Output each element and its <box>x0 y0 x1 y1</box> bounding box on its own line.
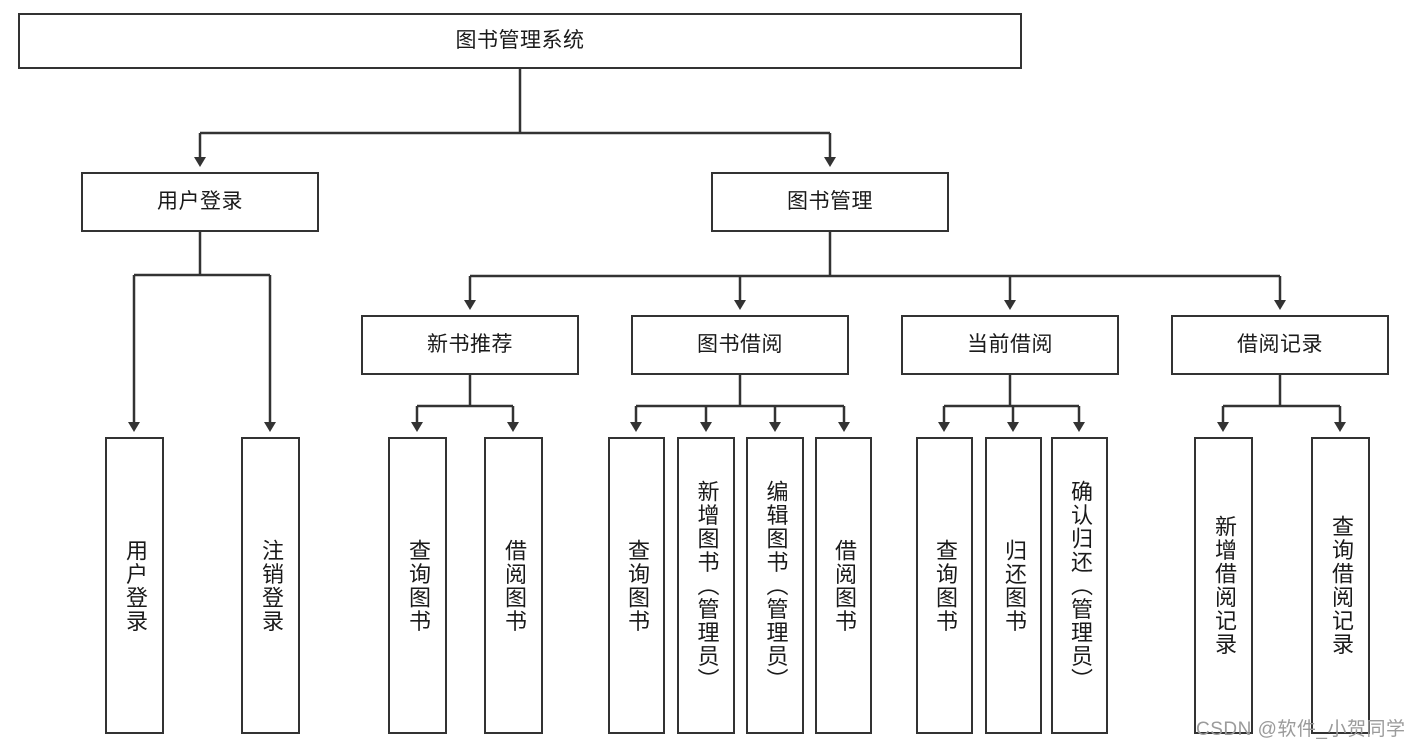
node-borrow-record-label: 借阅记录 <box>1237 332 1323 356</box>
node-user-login-label: 用户登录 <box>157 189 243 213</box>
node-leaf-query-book-1[interactable]: 查询图书 <box>388 437 447 734</box>
node-borrow-record[interactable]: 借阅记录 <box>1171 315 1389 375</box>
node-leaf-edit-book-admin-label: 编辑图书（管理员） <box>763 479 789 692</box>
node-leaf-borrow-book-1[interactable]: 借阅图书 <box>484 437 543 734</box>
node-new-book-recommend[interactable]: 新书推荐 <box>361 315 579 375</box>
csdn-watermark: CSDN @软件_小贺同学 <box>1196 719 1405 740</box>
node-leaf-logout-login[interactable]: 注销登录 <box>241 437 300 734</box>
node-book-borrow-label: 图书借阅 <box>697 332 783 356</box>
node-leaf-add-borrow-record-label: 新增借阅记录 <box>1211 515 1237 656</box>
node-book-borrow[interactable]: 图书借阅 <box>631 315 849 375</box>
node-leaf-add-borrow-record[interactable]: 新增借阅记录 <box>1194 437 1253 734</box>
node-leaf-query-borrow-record-label: 查询借阅记录 <box>1328 515 1354 656</box>
node-leaf-edit-book-admin[interactable]: 编辑图书（管理员） <box>746 437 804 734</box>
node-leaf-add-book-admin[interactable]: 新增图书（管理员） <box>677 437 735 734</box>
node-leaf-borrow-book-1-label: 借阅图书 <box>501 538 527 633</box>
node-root[interactable]: 图书管理系统 <box>18 13 1022 69</box>
node-leaf-query-borrow-record[interactable]: 查询借阅记录 <box>1311 437 1370 734</box>
node-leaf-query-book-3[interactable]: 查询图书 <box>916 437 973 734</box>
node-leaf-user-login[interactable]: 用户登录 <box>105 437 164 734</box>
node-leaf-query-book-1-label: 查询图书 <box>405 538 431 633</box>
node-leaf-user-login-label: 用户登录 <box>122 538 148 633</box>
node-new-book-recommend-label: 新书推荐 <box>427 332 513 356</box>
node-leaf-borrow-book-2[interactable]: 借阅图书 <box>815 437 872 734</box>
node-leaf-return-book[interactable]: 归还图书 <box>985 437 1042 734</box>
node-leaf-confirm-return-admin-label: 确认归还（管理员） <box>1067 479 1093 692</box>
node-root-label: 图书管理系统 <box>455 28 585 52</box>
node-leaf-query-book-2[interactable]: 查询图书 <box>608 437 665 734</box>
node-leaf-add-book-admin-label: 新增图书（管理员） <box>694 479 720 692</box>
node-leaf-logout-login-label: 注销登录 <box>258 538 284 633</box>
node-current-borrow[interactable]: 当前借阅 <box>901 315 1119 375</box>
node-leaf-return-book-label: 归还图书 <box>1001 538 1027 633</box>
node-book-manage-label: 图书管理 <box>787 189 873 213</box>
node-user-login[interactable]: 用户登录 <box>81 172 319 232</box>
node-leaf-query-book-3-label: 查询图书 <box>932 538 958 633</box>
node-leaf-borrow-book-2-label: 借阅图书 <box>831 538 857 633</box>
node-leaf-query-book-2-label: 查询图书 <box>624 538 650 633</box>
node-leaf-confirm-return-admin[interactable]: 确认归还（管理员） <box>1051 437 1108 734</box>
node-book-manage[interactable]: 图书管理 <box>711 172 949 232</box>
node-current-borrow-label: 当前借阅 <box>967 332 1053 356</box>
